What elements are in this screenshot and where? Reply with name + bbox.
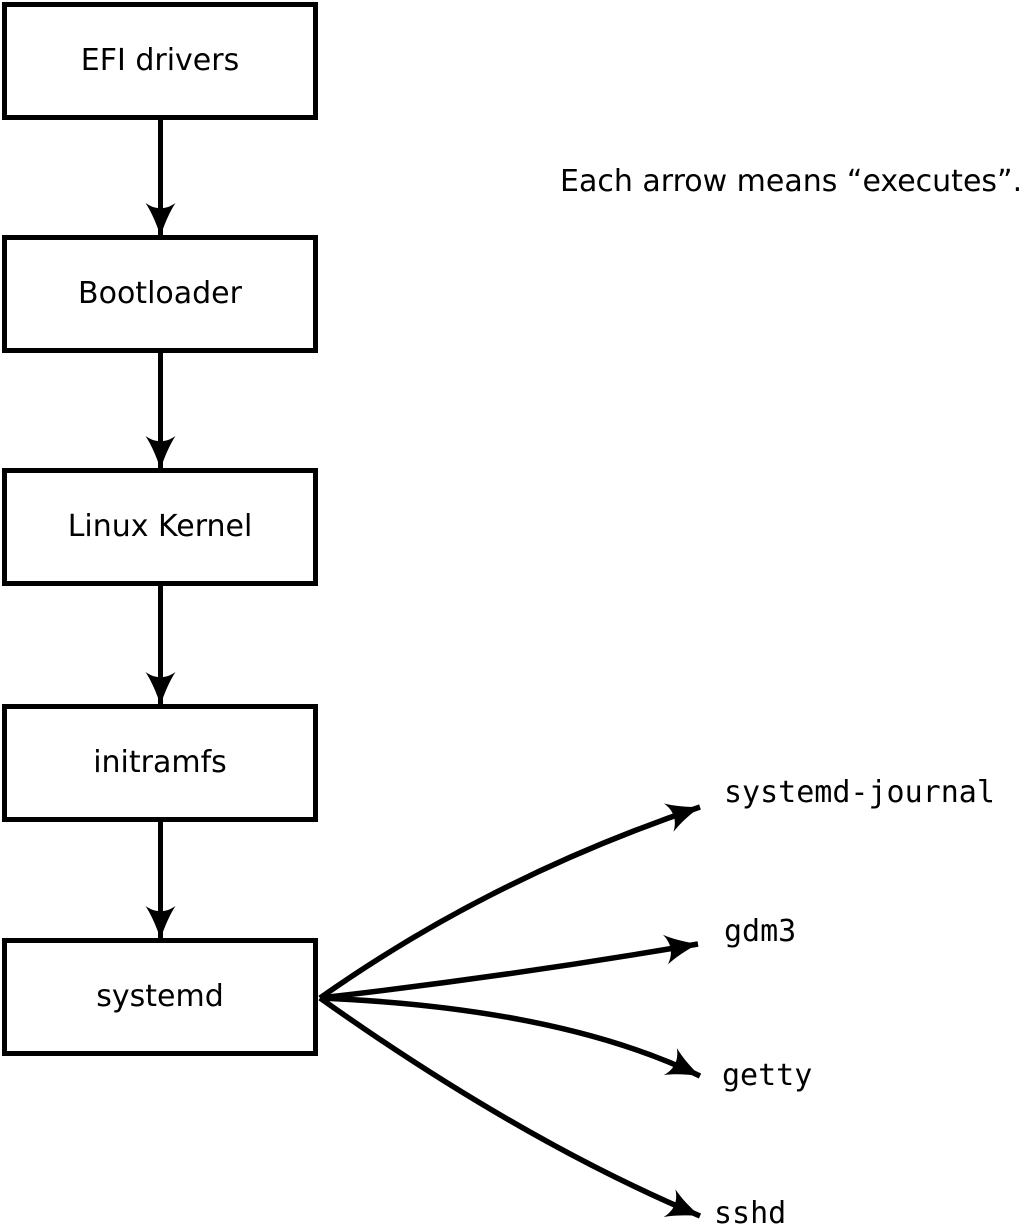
node-label-linux-kernel: Linux Kernel [67,509,253,544]
node-label-efi-drivers: EFI drivers [80,43,240,78]
service-label-sshd: sshd [714,1196,787,1230]
legend-note: Each arrow means “executes”. [560,164,1023,199]
node-initramfs: initramfs [2,704,318,822]
node-bootloader: Bootloader [2,235,318,353]
node-efi-drivers: EFI drivers [2,2,318,120]
service-label-getty: getty [722,1058,813,1093]
node-label-initramfs: initramfs [93,745,227,780]
node-linux-kernel: Linux Kernel [2,468,318,586]
node-label-bootloader: Bootloader [78,276,242,311]
node-systemd: systemd [2,938,318,1056]
arrow-systemd-to-systemd-journal [318,803,701,1001]
arrow-systemd-to-sshd [318,995,702,1219]
node-label-systemd: systemd [96,979,224,1014]
arrow-systemd-to-getty [319,995,702,1079]
service-label-gdm3: gdm3 [724,914,797,949]
arrow-systemd-to-gdm3 [319,934,699,1001]
service-label-systemd-journal: systemd-journal [724,775,995,810]
